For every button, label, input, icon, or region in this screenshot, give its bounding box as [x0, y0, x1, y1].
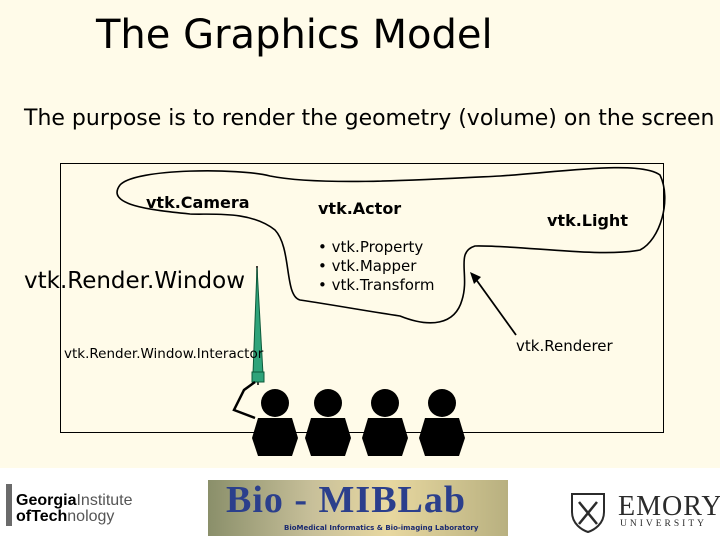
actor-parts-list: • vtk.Property • vtk.Mapper • vtk.Transf… [318, 238, 434, 295]
biomiblab-logo-tagline: BioMedical Informatics & Bio-imaging Lab… [284, 524, 479, 532]
label-render-window: vtk.Render.Window [24, 268, 246, 294]
label-camera: vtk.Camera [146, 193, 250, 212]
emory-logo-subtitle: UNIVERSITY [620, 519, 707, 529]
renderer-arrow-head [470, 272, 481, 284]
scene-boundary-curve [116, 166, 666, 324]
hand-arm [232, 380, 256, 420]
renderer-arrow [474, 277, 517, 336]
actor-part-item: • vtk.Mapper [318, 257, 417, 275]
georgia-tech-mark [6, 484, 12, 526]
actor-part-item: • vtk.Transform [318, 276, 435, 294]
label-renderer: vtk.Renderer [516, 337, 613, 355]
georgia-tech-logo: GeorgiaInstitute ofTechnology [16, 493, 133, 525]
slide-subtitle: The purpose is to render the geometry (v… [24, 106, 715, 131]
audience [252, 389, 465, 456]
interactor-wand-tip [251, 371, 265, 383]
label-actor: vtk.Actor [318, 199, 402, 218]
gt-georgia: Georgia [16, 492, 77, 509]
emory-logo-name: EMORY [618, 491, 720, 522]
gt-nology: nology [67, 508, 115, 525]
audience-person [252, 389, 298, 456]
diagram-frame [60, 163, 664, 433]
audience-person [305, 389, 351, 456]
audience-person [419, 389, 465, 456]
slide-title: The Graphics Model [96, 12, 493, 58]
emory-shield-icon [571, 493, 605, 534]
gt-tech: Tech [31, 508, 68, 525]
actor-part-item: • vtk.Property [318, 238, 424, 256]
gt-institute: Institute [76, 492, 133, 509]
label-interactor: vtk.Render.Window.Interactor [64, 346, 264, 362]
audience-person [362, 389, 408, 456]
biomiblab-logo-background [208, 480, 508, 536]
gt-of: of [16, 508, 32, 525]
biomiblab-logo-name: Bio - MIBLab [226, 479, 467, 521]
label-light: vtk.Light [547, 211, 628, 230]
